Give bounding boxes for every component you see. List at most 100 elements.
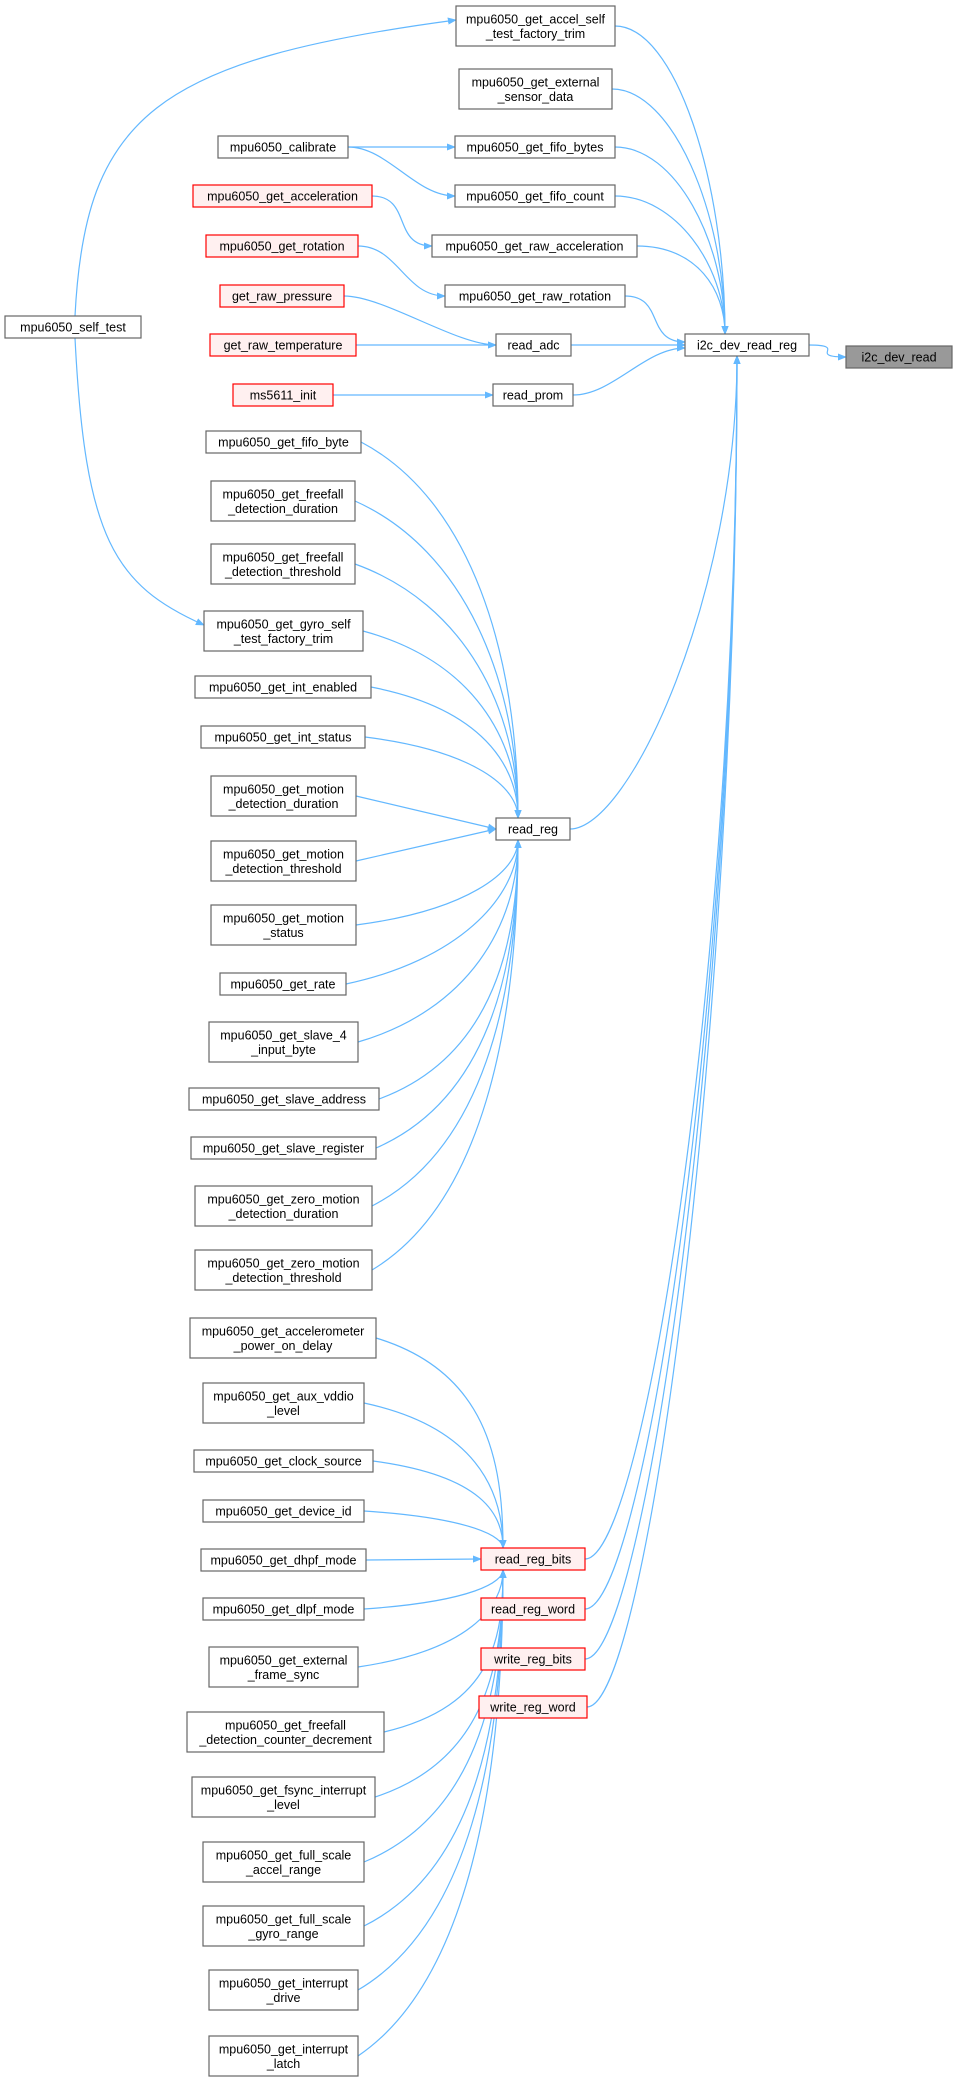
- edge-external-to-i2c-dev-read-reg: [611, 88, 729, 335]
- node-label: mpu6050_get_int_status: [215, 731, 352, 745]
- edge-raw-pressure-to-read-adc: [343, 295, 497, 349]
- node-label: _drive: [265, 1991, 300, 2005]
- node-label: mpu6050_get_zero_motion: [207, 1256, 359, 1270]
- node-get-accel[interactable]: mpu6050_get_acceleration: [192, 184, 373, 208]
- node-read-adc[interactable]: read_adc: [495, 333, 572, 357]
- node-label: mpu6050_get_full_scale: [216, 1912, 352, 1926]
- node-fs-gyro[interactable]: mpu6050_get_full_scale_gyro_range: [202, 1905, 365, 1947]
- edge-raw-accel-to-i2c-dev-read-reg: [636, 245, 729, 335]
- node-fifo-byte[interactable]: mpu6050_get_fifo_byte: [205, 430, 362, 454]
- node-label: mpu6050_get_zero_motion: [207, 1192, 359, 1206]
- node-ff-dur[interactable]: mpu6050_get_freefall_detection_duration: [210, 480, 356, 522]
- node-calibrate[interactable]: mpu6050_calibrate: [217, 135, 349, 159]
- node-raw-accel[interactable]: mpu6050_get_raw_acceleration: [431, 234, 638, 258]
- node-label: mpu6050_get_motion: [223, 911, 344, 925]
- edge-read-prom-to-i2c-dev-read-reg: [572, 344, 686, 396]
- node-external[interactable]: mpu6050_get_external_sensor_data: [458, 68, 613, 110]
- node-accel-self[interactable]: mpu6050_get_accel_self_test_factory_trim: [455, 5, 616, 47]
- node-i2c-dev-read[interactable]: i2c_dev_read: [845, 345, 953, 369]
- node-slave4[interactable]: mpu6050_get_slave_4_input_byte: [208, 1021, 359, 1063]
- node-slave-addr[interactable]: mpu6050_get_slave_address: [188, 1087, 380, 1111]
- node-self-test[interactable]: mpu6050_self_test: [4, 315, 142, 339]
- node-aux-vddio[interactable]: mpu6050_get_aux_vddio_level: [202, 1382, 365, 1424]
- node-label: mpu6050_get_slave_address: [202, 1093, 366, 1107]
- node-mot-thr[interactable]: mpu6050_get_motion_detection_threshold: [210, 840, 357, 882]
- node-ms5611[interactable]: ms5611_init: [232, 383, 334, 407]
- node-ff-counter[interactable]: mpu6050_get_freefall_detection_counter_d…: [186, 1711, 385, 1753]
- node-raw-temp[interactable]: get_raw_temperature: [209, 333, 357, 357]
- node-label: read_prom: [503, 389, 563, 403]
- node-int-latch[interactable]: mpu6050_get_interrupt_latch: [208, 2035, 359, 2077]
- node-ext-frame[interactable]: mpu6050_get_external_frame_sync: [208, 1646, 359, 1688]
- edge-int-en-to-read-reg: [370, 686, 522, 819]
- edge-rate-to-read-reg: [345, 839, 522, 985]
- node-fsync[interactable]: mpu6050_get_fsync_interrupt_level: [191, 1776, 376, 1818]
- edge-raw-rot-to-i2c-dev-read-reg: [624, 295, 686, 346]
- node-label: _detection_duration: [228, 1207, 339, 1221]
- node-fifo-bytes[interactable]: mpu6050_get_fifo_bytes: [454, 135, 616, 159]
- node-int-en[interactable]: mpu6050_get_int_enabled: [194, 675, 372, 699]
- node-label: mpu6050_calibrate: [230, 141, 336, 155]
- edge-calibrate-to-fifo-count: [347, 146, 456, 200]
- edge-zm-thr-to-read-reg: [371, 839, 522, 1271]
- node-label: _gyro_range: [247, 1927, 318, 1941]
- node-read-reg[interactable]: read_reg: [495, 817, 571, 841]
- node-dlpf[interactable]: mpu6050_get_dlpf_mode: [202, 1597, 365, 1621]
- node-label: _detection_threshold: [224, 565, 341, 579]
- edge-i2c-dev-read-reg-to-i2c-dev-read: [808, 344, 847, 361]
- node-int-status[interactable]: mpu6050_get_int_status: [200, 725, 366, 749]
- node-read-prom[interactable]: read_prom: [492, 383, 574, 407]
- node-write-reg-bits[interactable]: write_reg_bits: [480, 1647, 586, 1671]
- node-label: mpu6050_get_accel_self: [466, 12, 606, 26]
- node-zm-thr[interactable]: mpu6050_get_zero_motion_detection_thresh…: [194, 1249, 373, 1291]
- node-raw-pressure[interactable]: get_raw_pressure: [219, 284, 345, 308]
- node-get-rot[interactable]: mpu6050_get_rotation: [205, 234, 359, 258]
- node-ff-thr[interactable]: mpu6050_get_freefall_detection_threshold: [210, 543, 356, 585]
- node-write-reg-word[interactable]: write_reg_word: [478, 1695, 588, 1719]
- node-raw-rot[interactable]: mpu6050_get_raw_rotation: [444, 284, 626, 308]
- node-label: mpu6050_get_interrupt: [219, 1976, 349, 1990]
- edge-slave4-to-read-reg: [357, 839, 522, 1043]
- node-label: _power_on_delay: [233, 1339, 333, 1353]
- node-device-id[interactable]: mpu6050_get_device_id: [202, 1499, 365, 1523]
- node-rate[interactable]: mpu6050_get_rate: [219, 972, 347, 996]
- node-box: [209, 333, 357, 357]
- node-gyro-self[interactable]: mpu6050_get_gyro_self_test_factory_trim: [203, 610, 364, 652]
- edge-clock-src-to-read-reg-bits: [372, 1460, 507, 1549]
- edge-ff-thr-to-read-reg: [354, 563, 522, 819]
- edge-int-status-to-read-reg: [364, 736, 522, 819]
- node-i2c-dev-read-reg[interactable]: i2c_dev_read_reg: [684, 333, 810, 357]
- node-fs-accel[interactable]: mpu6050_get_full_scale_accel_range: [202, 1841, 365, 1883]
- node-dhpf[interactable]: mpu6050_get_dhpf_mode: [200, 1548, 367, 1572]
- node-int-drive[interactable]: mpu6050_get_interrupt_drive: [208, 1969, 359, 2011]
- node-slave-reg[interactable]: mpu6050_get_slave_register: [190, 1136, 377, 1160]
- node-read-reg-word[interactable]: read_reg_word: [480, 1597, 586, 1621]
- node-box: [186, 1711, 385, 1753]
- node-label: read_reg: [508, 823, 558, 837]
- node-box: [492, 383, 574, 407]
- node-label: get_raw_pressure: [232, 290, 332, 304]
- node-label: i2c_dev_read: [861, 351, 936, 365]
- node-box: [203, 610, 364, 652]
- node-mot-dur[interactable]: mpu6050_get_motion_detection_duration: [210, 775, 357, 817]
- node-box: [202, 1597, 365, 1621]
- node-box: [219, 972, 347, 996]
- node-box: [210, 775, 357, 817]
- node-zm-dur[interactable]: mpu6050_get_zero_motion_detection_durati…: [194, 1185, 373, 1227]
- node-box: [202, 1841, 365, 1883]
- node-box: [194, 1249, 373, 1291]
- node-label: mpu6050_get_freefall: [223, 487, 344, 501]
- node-accel-pwr[interactable]: mpu6050_get_accelerometer_power_on_delay: [189, 1317, 377, 1359]
- edge-accel-self-to-i2c-dev-read-reg: [614, 25, 729, 335]
- node-box: [444, 284, 626, 308]
- node-read-reg-bits[interactable]: read_reg_bits: [480, 1547, 586, 1571]
- node-label: mpu6050_get_dlpf_mode: [213, 1603, 355, 1617]
- node-mot-status[interactable]: mpu6050_get_motion_status: [210, 904, 357, 946]
- node-label: mpu6050_get_rotation: [219, 240, 344, 254]
- node-label: mpu6050_get_interrupt: [219, 2042, 349, 2056]
- node-fifo-count[interactable]: mpu6050_get_fifo_count: [454, 184, 616, 208]
- node-clock-src[interactable]: mpu6050_get_clock_source: [193, 1449, 374, 1473]
- edge-self-test-to-accel-self: [74, 17, 457, 317]
- node-label: mpu6050_get_int_enabled: [209, 681, 357, 695]
- node-box: [191, 1776, 376, 1818]
